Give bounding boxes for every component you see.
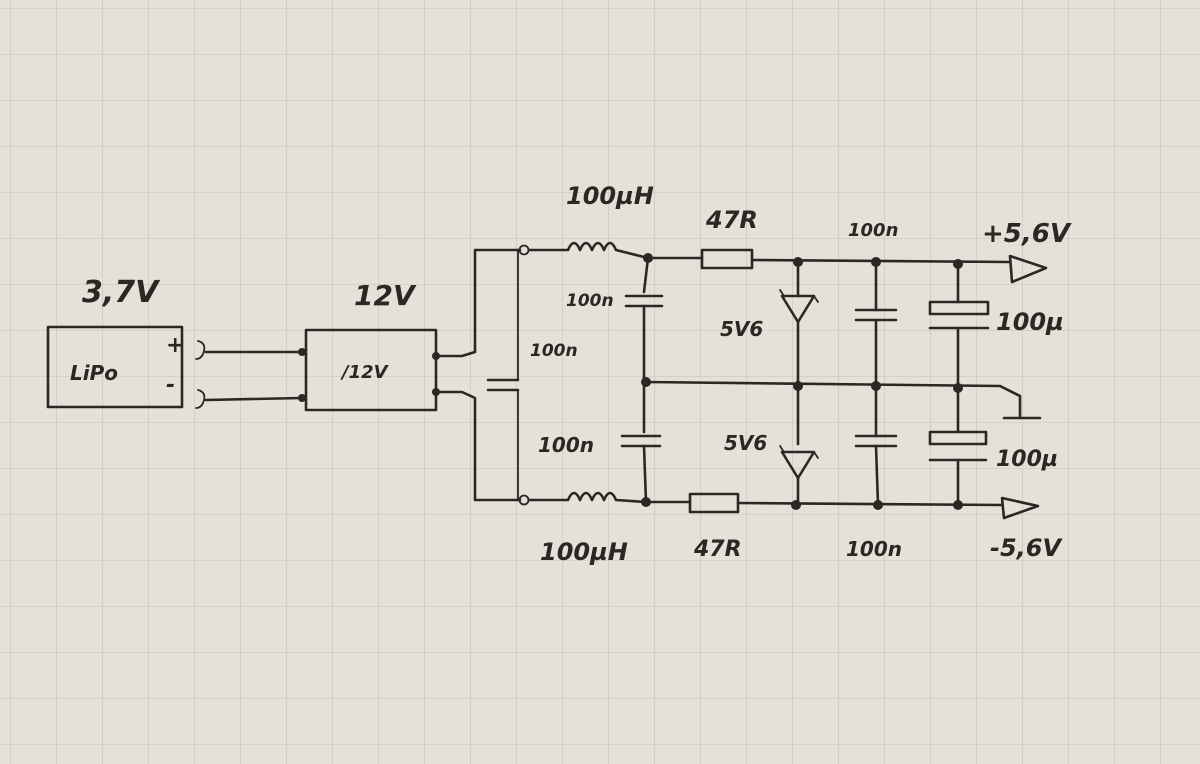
output-positive-label: +5,6V xyxy=(982,219,1072,249)
battery-plus: + xyxy=(166,333,184,358)
battery-minus: - xyxy=(166,373,175,398)
wire-battery-minus xyxy=(204,396,304,402)
input-cap-value: 100n xyxy=(530,341,578,361)
junction xyxy=(793,381,803,391)
cap-bottom-left-value: 100n xyxy=(538,433,594,457)
resistor-top-value: 47R xyxy=(705,206,758,234)
elec-cap-top-value: 100µ xyxy=(996,308,1064,336)
output-arrow-bottom xyxy=(1000,496,1040,520)
capacitor-bottom-right xyxy=(854,384,898,507)
boost-voltage: 12V xyxy=(354,279,417,312)
battery-label: LiPo xyxy=(70,361,118,385)
boost-converter: /12V xyxy=(304,328,438,412)
junction xyxy=(298,394,306,402)
junction xyxy=(793,257,803,267)
inductor-bottom xyxy=(527,491,648,504)
cap-bottom-right-value: 100n xyxy=(846,537,902,561)
electrolytic-cap-top xyxy=(928,262,990,390)
cap-top-right-value: 100n xyxy=(848,220,898,241)
battery-lipo: LiPo + - xyxy=(46,325,206,409)
junction xyxy=(298,348,306,356)
wire-ground-rail xyxy=(644,380,1022,418)
junction xyxy=(871,257,881,267)
capacitor-top-right xyxy=(854,260,898,388)
junction xyxy=(953,500,963,510)
boost-label: /12V xyxy=(340,362,390,383)
junction xyxy=(953,259,963,269)
inductor-top-value: 100µH xyxy=(566,182,654,210)
zener-top-value: 5V6 xyxy=(720,317,763,341)
resistor-bottom-value: 47R xyxy=(693,537,742,562)
output-arrow-top xyxy=(1008,254,1048,284)
electrolytic-cap-bottom xyxy=(928,386,988,507)
capacitor-bottom-left xyxy=(620,434,662,448)
wire-boost-out-top xyxy=(434,248,522,358)
wire-mid-left xyxy=(642,256,650,294)
wire-mid-left-3 xyxy=(642,444,648,504)
output-negative-label: -5,6V xyxy=(990,534,1063,562)
zener-top xyxy=(779,260,819,388)
junction xyxy=(791,500,801,510)
cap-top-left-value: 100n xyxy=(566,291,614,311)
junction xyxy=(873,500,883,510)
zener-bottom-value: 5V6 xyxy=(724,431,767,455)
battery-voltage: 3,7V xyxy=(82,275,161,310)
inductor-bottom-value: 100µH xyxy=(540,538,628,566)
junction xyxy=(871,381,881,391)
inductor-top xyxy=(527,241,650,260)
junction xyxy=(953,383,963,393)
input-capacitor xyxy=(486,249,520,501)
elec-cap-bottom-value: 100µ xyxy=(996,447,1058,472)
wire-boost-out-bottom xyxy=(434,390,522,502)
